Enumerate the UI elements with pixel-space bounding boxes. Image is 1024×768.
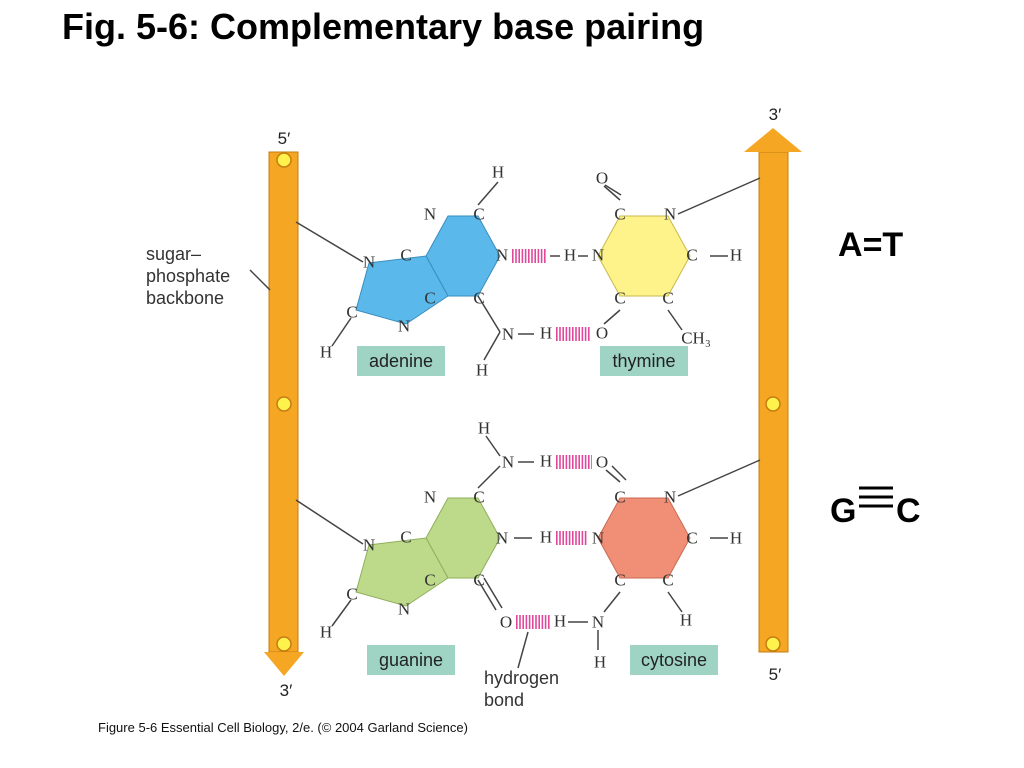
left-strand-arrow [264, 652, 304, 676]
thymine-molecule: O C N N C H C C O CH₃ [592, 169, 761, 348]
svg-text:backbone: backbone [146, 288, 224, 308]
svg-text:hydrogen: hydrogen [484, 668, 559, 688]
label-adenine: adenine [357, 346, 445, 376]
svg-text:H: H [320, 623, 332, 642]
svg-text:N: N [496, 246, 508, 265]
svg-text:H: H [320, 343, 332, 362]
svg-text:O: O [596, 169, 608, 188]
phosphate-node [765, 636, 781, 652]
gc-hydrogen-bonds: H H H [514, 452, 592, 631]
svg-text:C: C [614, 488, 625, 507]
at-pair-annotation: A=T [838, 226, 903, 264]
label-cytosine: cytosine [630, 645, 718, 675]
svg-text:O: O [500, 613, 512, 632]
svg-text:C: C [662, 571, 673, 590]
gc-pair-annotation: G C [830, 486, 921, 530]
svg-text:N: N [363, 536, 375, 555]
svg-text:N: N [424, 488, 436, 507]
svg-text:N: N [398, 600, 410, 619]
svg-text:C: C [686, 529, 697, 548]
svg-text:H: H [680, 611, 692, 630]
svg-text:C: C [473, 488, 484, 507]
svg-text:C: C [614, 571, 625, 590]
left-strand-bottom-end: 3′ [280, 681, 293, 700]
svg-text:N: N [424, 205, 436, 224]
svg-text:H: H [564, 246, 576, 265]
guanine-molecule: H N N C C N N C C C N H O [295, 419, 514, 642]
svg-text:N: N [592, 613, 604, 632]
right-strand-top-end: 3′ [769, 105, 782, 124]
svg-text:C: C [473, 571, 484, 590]
svg-text:CH₃: CH₃ [681, 329, 711, 348]
phosphate-node [276, 396, 292, 412]
svg-text:H: H [540, 324, 552, 343]
svg-text:N: N [664, 205, 676, 224]
adenine-molecule: N C H C N N C C C N H N H [295, 163, 514, 380]
svg-text:adenine: adenine [369, 351, 433, 371]
svg-text:C: C [346, 585, 357, 604]
svg-text:sugar–: sugar– [146, 244, 201, 264]
svg-text:cytosine: cytosine [641, 650, 707, 670]
backbone-leader-line [249, 269, 271, 291]
backbone-label: sugar– phosphate backbone [146, 244, 271, 308]
svg-text:N: N [502, 453, 514, 472]
svg-text:C: C [614, 205, 625, 224]
svg-text:H: H [492, 163, 504, 182]
svg-text:H: H [540, 528, 552, 547]
svg-text:C: C [473, 205, 484, 224]
svg-text:C: C [424, 571, 435, 590]
svg-text:C: C [662, 289, 673, 308]
svg-text:H: H [730, 529, 742, 548]
page-title: Fig. 5-6: Complementary base pairing [62, 6, 705, 47]
right-backbone-strand: 3′ 5′ [744, 105, 802, 684]
svg-text:C: C [400, 246, 411, 265]
svg-text:O: O [596, 453, 608, 472]
right-strand-arrow [744, 128, 802, 152]
svg-text:H: H [730, 246, 742, 265]
svg-text:C: C [896, 492, 921, 530]
svg-text:guanine: guanine [379, 650, 443, 670]
cytosine-molecule: O C N N C H C C N H H [592, 453, 761, 672]
phosphate-node [276, 152, 292, 168]
at-hydrogen-bonds: H H [512, 246, 590, 343]
svg-text:H: H [478, 419, 490, 438]
svg-text:bond: bond [484, 690, 524, 710]
hydrogen-bond-label: hydrogen bond [484, 631, 559, 710]
svg-text:C: C [686, 246, 697, 265]
left-strand-top-end: 5′ [278, 129, 291, 148]
svg-text:N: N [592, 529, 604, 548]
phosphate-node [276, 636, 292, 652]
right-strand-bottom-end: 5′ [769, 665, 782, 684]
svg-text:C: C [346, 303, 357, 322]
svg-text:C: C [400, 528, 411, 547]
svg-text:H: H [476, 361, 488, 380]
svg-text:N: N [664, 488, 676, 507]
svg-text:C: C [473, 289, 484, 308]
label-guanine: guanine [367, 645, 455, 675]
svg-text:A=T: A=T [838, 226, 903, 264]
label-thymine: thymine [600, 346, 688, 376]
svg-text:N: N [363, 253, 375, 272]
svg-text:C: C [424, 289, 435, 308]
figure-caption: Figure 5-6 Essential Cell Biology, 2/e. … [98, 720, 468, 735]
svg-text:H: H [540, 452, 552, 471]
svg-text:phosphate: phosphate [146, 266, 230, 286]
svg-text:C: C [614, 289, 625, 308]
svg-text:N: N [496, 529, 508, 548]
svg-text:O: O [596, 324, 608, 343]
svg-text:N: N [502, 325, 514, 344]
svg-text:thymine: thymine [612, 351, 675, 371]
phosphate-node [765, 396, 781, 412]
svg-text:H: H [554, 612, 566, 631]
svg-text:G: G [830, 492, 856, 530]
left-backbone-strand: 5′ 3′ [264, 129, 304, 700]
svg-text:N: N [398, 317, 410, 336]
svg-text:N: N [592, 246, 604, 265]
svg-text:H: H [594, 653, 606, 672]
